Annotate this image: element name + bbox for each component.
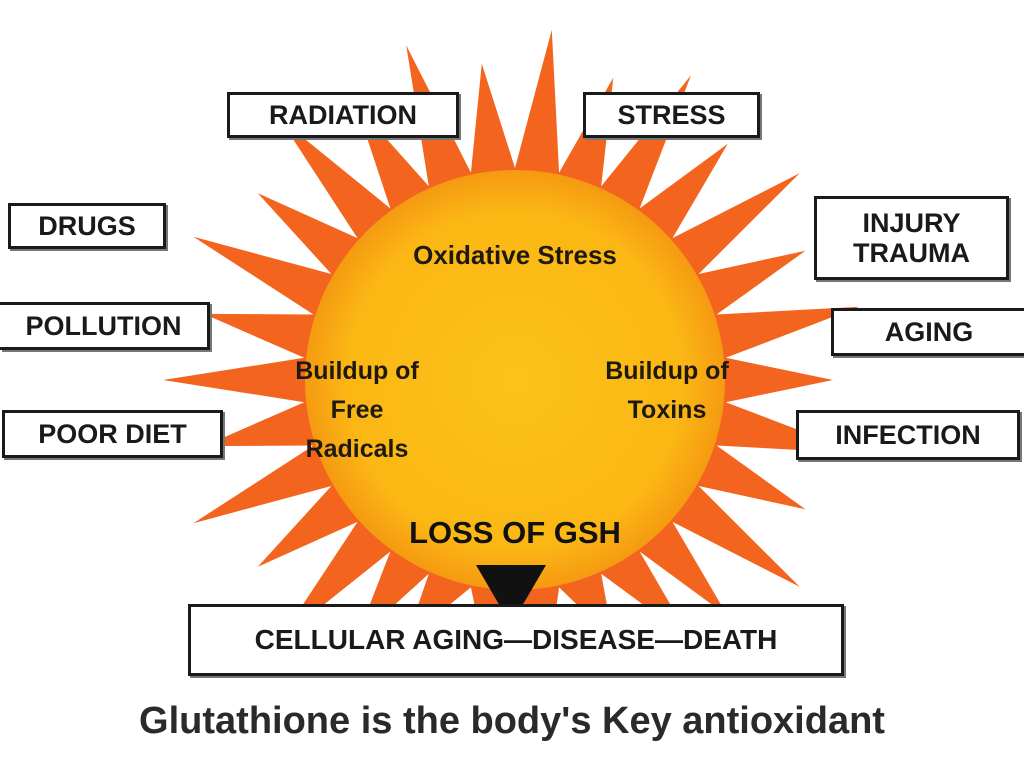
factor-poor-diet-label: POOR DIET (38, 419, 187, 449)
factor-pollution-label: POLLUTION (25, 311, 182, 341)
factor-injury-trauma: INJURY TRAUMA (814, 196, 1009, 280)
factor-pollution: POLLUTION (0, 302, 210, 350)
factor-drugs-label: DRUGS (38, 211, 136, 241)
outcome-label: CELLULAR AGING—DISEASE—DEATH (254, 624, 778, 655)
outcome-box: CELLULAR AGING—DISEASE—DEATH (188, 604, 844, 676)
factor-stress-label: STRESS (617, 100, 726, 130)
sun-core (305, 170, 725, 590)
factor-aging: AGING (831, 308, 1024, 356)
factor-drugs: DRUGS (8, 203, 166, 249)
factor-radiation: RADIATION (227, 92, 459, 138)
factor-poor-diet: POOR DIET (2, 410, 223, 458)
factor-injury-trauma-label: INJURY TRAUMA (853, 208, 970, 268)
loss-of-gsh-label: LOSS OF GSH (409, 515, 621, 550)
down-triangle-icon (476, 565, 546, 625)
factor-infection-label: INFECTION (835, 420, 981, 450)
toxins-label: Buildup of Toxins (605, 357, 729, 424)
oxidative-stress-label: Oxidative Stress (413, 240, 617, 270)
factor-stress: STRESS (583, 92, 760, 138)
diagram-caption: Glutathione is the body's Key antioxidan… (139, 700, 885, 742)
factor-aging-label: AGING (884, 317, 974, 347)
free-radicals-label: Buildup of Free Radicals (295, 357, 419, 463)
factor-radiation-label: RADIATION (269, 100, 417, 130)
factor-infection: INFECTION (796, 410, 1020, 460)
